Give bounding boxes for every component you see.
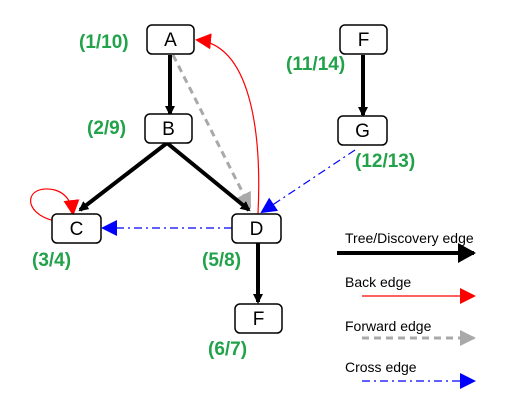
legend-forward-label: Forward edge [345,318,432,334]
node-g-times: (12/13) [355,151,415,172]
node-c-times: (3/4) [32,250,71,271]
node-f-top-label: F [358,30,370,51]
legend: Tree/Discovery edge Back edge Forward ed… [337,230,476,389]
nodes: A B C D F F G [51,24,388,334]
node-a: A [146,24,195,55]
tree-edge-b-c [78,141,169,212]
legend-forward: Forward edge [345,318,476,346]
node-f-top: F [339,24,388,55]
node-d: D [231,213,282,244]
node-d-times: (5/8) [202,250,241,271]
legend-cross-label: Cross edge [345,359,417,375]
node-b: B [144,113,193,144]
node-c-label: C [70,219,84,240]
node-b-times: (2/9) [87,118,126,139]
cross-edge-g-d [260,149,356,214]
node-d-label: D [250,219,264,240]
back-edge-c-c [30,188,80,222]
node-f-bottom-label: F [253,309,265,330]
tree-edge-b-d [165,141,251,212]
node-f-bottom-times: (6/7) [208,339,247,360]
node-g-label: G [355,121,370,142]
edges [30,33,368,304]
node-g: G [337,115,388,146]
time-labels: (1/10) (2/9) (3/4) (5/8) (6/7) (11/14) (… [32,32,415,360]
node-f-bottom: F [234,303,283,334]
node-a-times: (1/10) [79,32,129,53]
node-a-label: A [164,30,177,51]
back-edge-d-a [195,33,260,215]
node-f-top-times: (11/14) [286,54,345,75]
legend-cross: Cross edge [345,359,476,389]
node-b-label: B [162,119,175,140]
legend-back-label: Back edge [345,274,411,290]
legend-tree: Tree/Discovery edge [337,230,476,263]
forward-edge-a-d [171,54,252,209]
node-c: C [51,213,102,244]
legend-tree-label: Tree/Discovery edge [345,230,474,246]
legend-back: Back edge [345,274,476,304]
